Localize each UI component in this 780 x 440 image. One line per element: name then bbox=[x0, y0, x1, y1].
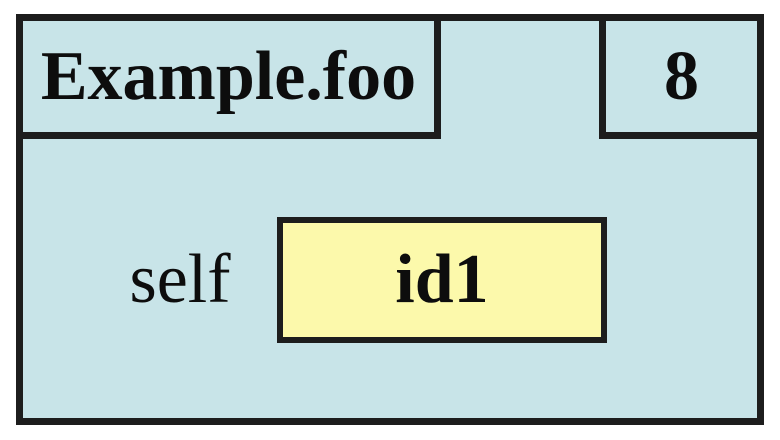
variable-name: self bbox=[129, 241, 231, 318]
frame-line-number: 8 bbox=[664, 37, 699, 115]
frame-title: Example.foo bbox=[40, 37, 417, 115]
variable-name-label: self bbox=[100, 217, 260, 343]
frame-title-box: Example.foo bbox=[16, 14, 441, 139]
frame-line-number-box: 8 bbox=[599, 14, 764, 139]
variable-value: id1 bbox=[395, 241, 489, 318]
variable-value-box: id1 bbox=[277, 217, 607, 343]
